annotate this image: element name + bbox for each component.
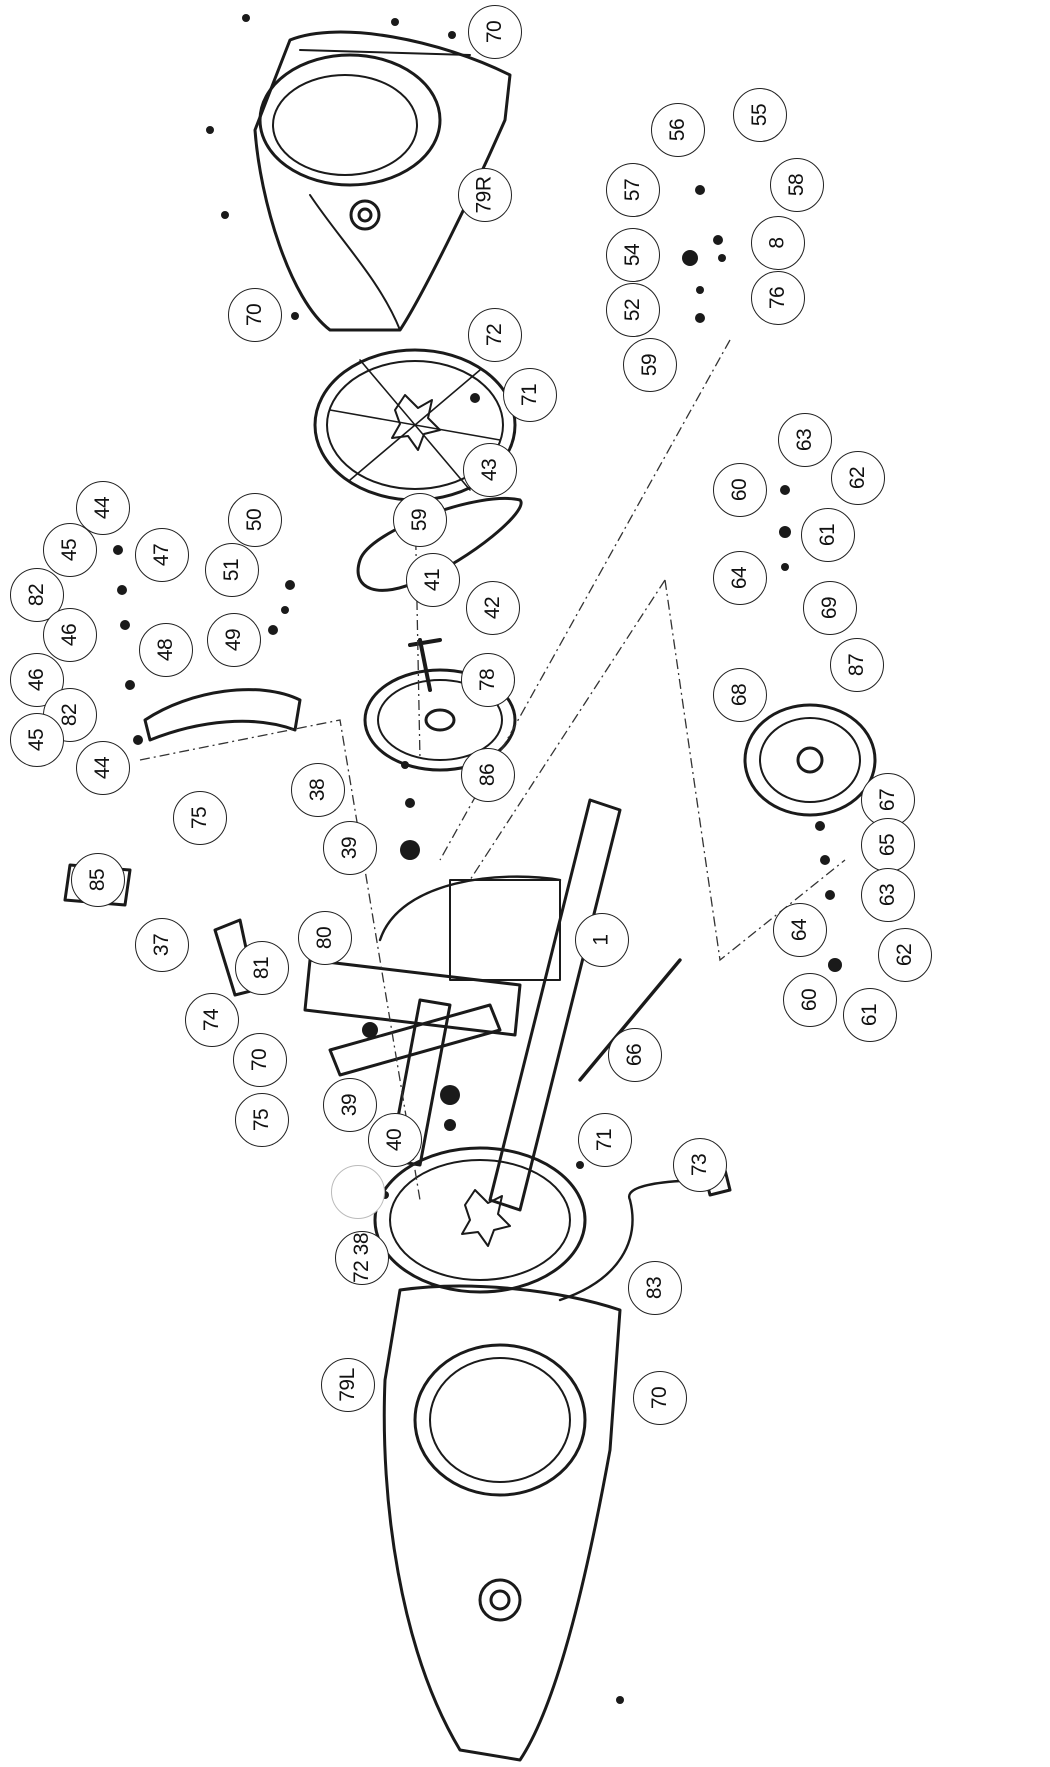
callout-75-bottom: 75 [235, 1093, 289, 1147]
callout-72-right: 72 [468, 308, 522, 362]
callout-66: 66 [608, 1028, 662, 1082]
callout-68: 68 [713, 668, 767, 722]
callout-45-bottom: 45 [10, 713, 64, 767]
callout-38-top: 38 [291, 763, 345, 817]
callout-79L: 79L [321, 1358, 375, 1412]
callout-80: 80 [298, 911, 352, 965]
callout-40: 40 [368, 1113, 422, 1167]
callout-72-38: 72 38 [335, 1231, 389, 1285]
callout-47: 47 [135, 528, 189, 582]
callout-61-bottom: 61 [843, 988, 897, 1042]
callout-71-right: 71 [503, 368, 557, 422]
callout-70-bottom: 70 [633, 1371, 687, 1425]
callout-39-top: 39 [323, 821, 377, 875]
callout-46-top: 46 [43, 608, 97, 662]
right-cover-part [253, 30, 512, 332]
callout-59-mid: 59 [393, 493, 447, 547]
pulley-part [363, 668, 517, 772]
callout-37: 37 [135, 918, 189, 972]
callout-42: 42 [466, 581, 520, 635]
callout-73: 73 [673, 1138, 727, 1192]
callout-70-top: 70 [468, 5, 522, 59]
callout-81: 81 [235, 941, 289, 995]
callout-60-bottom: 60 [783, 973, 837, 1027]
callout-49: 49 [207, 613, 261, 667]
callout-70-frame: 70 [233, 1033, 287, 1087]
callout-61-top: 61 [801, 508, 855, 562]
tension-cable-part [578, 958, 682, 1082]
callout-48: 48 [139, 623, 193, 677]
callout-63-bottom: 63 [861, 868, 915, 922]
callout-54: 54 [606, 228, 660, 282]
hardware-dots [113, 14, 842, 1704]
callout-87: 87 [830, 638, 884, 692]
callout-43: 43 [463, 443, 517, 497]
wheel-part [743, 703, 877, 817]
callout-64-top: 64 [713, 551, 767, 605]
callout-44-top: 44 [76, 481, 130, 535]
callout-86: 86 [461, 748, 515, 802]
callout-39-bottom: 39 [323, 1078, 377, 1132]
left-plate-part [373, 1146, 587, 1294]
brake-strap-part [143, 688, 302, 742]
callout-1: 1 [575, 913, 629, 967]
callout-57: 57 [606, 163, 660, 217]
callout-59-right: 59 [623, 338, 677, 392]
callout-56: 56 [651, 103, 705, 157]
callout-44-bottom: 44 [76, 741, 130, 795]
main-frame-part [303, 798, 622, 1212]
callout-60-top: 60 [713, 463, 767, 517]
callout-62-top: 62 [831, 451, 885, 505]
callout-70-mid: 70 [228, 288, 282, 342]
callout-51: 51 [205, 543, 259, 597]
callout-8: 8 [751, 216, 805, 270]
callout-74: 74 [185, 993, 239, 1047]
callout-76: 76 [751, 271, 805, 325]
callout-78: 78 [461, 653, 515, 707]
callout-45-top: 45 [43, 523, 97, 577]
callout-75-top: 75 [173, 791, 227, 845]
callout-83: 83 [628, 1261, 682, 1315]
right-plate-part [313, 348, 517, 502]
callout-blank [331, 1165, 385, 1219]
left-cover-part [382, 1284, 622, 1762]
callout-69: 69 [803, 581, 857, 635]
callout-58: 58 [770, 158, 824, 212]
callout-79R: 79R [458, 168, 512, 222]
callout-85: 85 [71, 853, 125, 907]
callout-64-bottom: 64 [773, 903, 827, 957]
callout-50: 50 [228, 493, 282, 547]
callout-55: 55 [733, 88, 787, 142]
callout-65: 65 [861, 818, 915, 872]
callout-71-left: 71 [578, 1113, 632, 1167]
callout-41: 41 [406, 553, 460, 607]
axle-part [408, 638, 442, 692]
callout-63-top: 63 [778, 413, 832, 467]
callout-52: 52 [606, 283, 660, 337]
callout-62-bottom: 62 [878, 928, 932, 982]
